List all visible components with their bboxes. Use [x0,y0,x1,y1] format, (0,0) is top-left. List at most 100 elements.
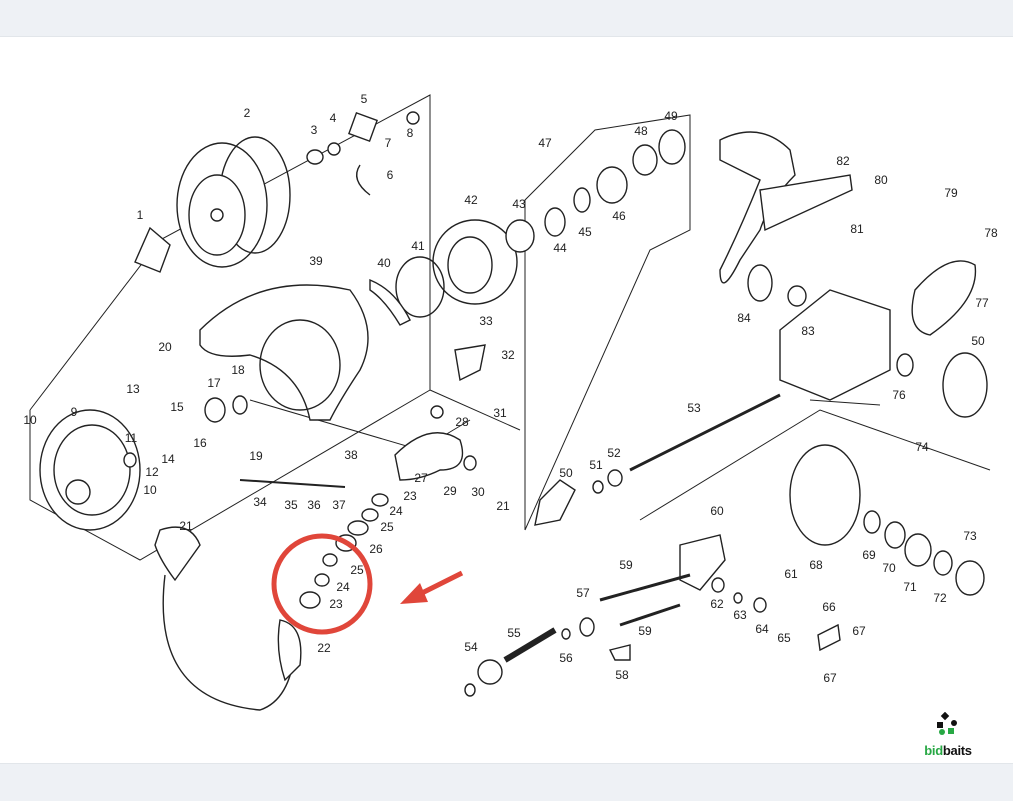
body-cover [911,260,977,336]
washer [933,550,953,576]
part-label-67: 67 [852,624,866,638]
part-label-20: 20 [158,340,172,354]
plate [817,623,841,652]
part-label-45: 45 [578,225,592,239]
trip-lever [239,479,346,488]
guide-shaft [619,603,681,627]
part-label-83: 83 [801,324,815,338]
line-roller-arm [394,432,464,481]
bushing [463,455,477,471]
part-label-2: 2 [244,106,251,120]
collar [904,533,932,567]
part-label-23: 23 [329,597,343,611]
part-label-73: 73 [963,529,977,543]
part-label-28: 28 [455,415,469,429]
bidbaits-logo: bidbaits [918,711,978,758]
screw [430,405,444,419]
bearing [896,353,914,377]
part-label-56: 56 [559,651,573,665]
part-label-21: 21 [179,519,193,533]
ring [395,256,445,318]
part-label-77: 77 [975,296,989,310]
bushing [579,617,595,637]
part-label-44: 44 [553,241,567,255]
part-label-13: 13 [126,382,140,396]
washer [232,395,248,415]
highlighted-part [314,573,330,587]
logo-text-bid: bid [924,743,943,758]
bearing [658,129,686,165]
arrow-shaft [416,570,464,598]
collar [505,219,535,253]
bail-wire [162,574,296,711]
part-label-50: 50 [559,466,573,480]
bottom-bar [0,763,1013,801]
part-label-18: 18 [231,363,245,377]
part-label-68: 68 [809,558,823,572]
washer [561,628,571,640]
plate [454,344,486,382]
arrow-head [400,583,428,604]
logo-mark-icon [937,711,957,735]
part-label-37: 37 [332,498,346,512]
highlight-arrow [400,570,464,604]
bail-arm [154,526,201,582]
part-label-43: 43 [512,197,526,211]
part-label-63: 63 [733,608,747,622]
highlighted-part [299,591,321,609]
part-label-9: 9 [71,405,78,419]
rear-body [789,444,861,546]
drive-gear [942,352,988,418]
part-label-3: 3 [311,123,318,137]
part-labels: 1234567891010111213141516171819202121222… [23,92,998,685]
ring [632,144,658,176]
part-label-65: 65 [777,631,791,645]
cap [955,560,985,596]
part-label-15: 15 [170,400,184,414]
part-label-4: 4 [330,111,337,125]
part-label-33: 33 [479,314,493,328]
part-label-8: 8 [407,126,414,140]
part-label-78: 78 [984,226,998,240]
part-label-35: 35 [284,498,298,512]
part-label-22: 22 [317,641,331,655]
part-label-42: 42 [464,193,478,207]
part-label-32: 32 [501,348,515,362]
washer [406,111,420,125]
handle [719,131,796,284]
part-label-69: 69 [862,548,876,562]
part-label-61: 61 [784,567,798,581]
part-label-82: 82 [836,154,850,168]
bearing [607,469,623,487]
top-bar [0,0,1013,37]
part-label-52: 52 [607,446,621,460]
washer [884,521,906,549]
part-label-21: 21 [496,499,510,513]
oscillation-slider [679,534,726,591]
part-label-76: 76 [892,388,906,402]
part-label-17: 17 [207,376,221,390]
part-label-10: 10 [143,483,157,497]
washer [347,520,369,536]
bracket [608,644,631,661]
part-label-60: 60 [710,504,724,518]
rotor-cup [259,319,341,411]
part-label-1: 1 [137,208,144,222]
bearing [863,510,881,534]
oscillating-gear [477,659,503,685]
clip [573,187,591,213]
highlight-circle [271,533,373,635]
logo-text: bidbaits [918,743,978,758]
side-cover [39,409,141,531]
part-label-48: 48 [634,124,648,138]
highlighted-part [322,553,338,567]
part-label-24: 24 [389,504,403,518]
part-label-54: 54 [464,640,478,654]
part-label-7: 7 [385,136,392,150]
part-label-10: 10 [23,413,37,427]
part-label-34: 34 [253,495,267,509]
part-label-55: 55 [507,626,521,640]
part-label-79: 79 [944,186,958,200]
part-label-51: 51 [589,458,603,472]
side-cover-hub [65,479,91,505]
